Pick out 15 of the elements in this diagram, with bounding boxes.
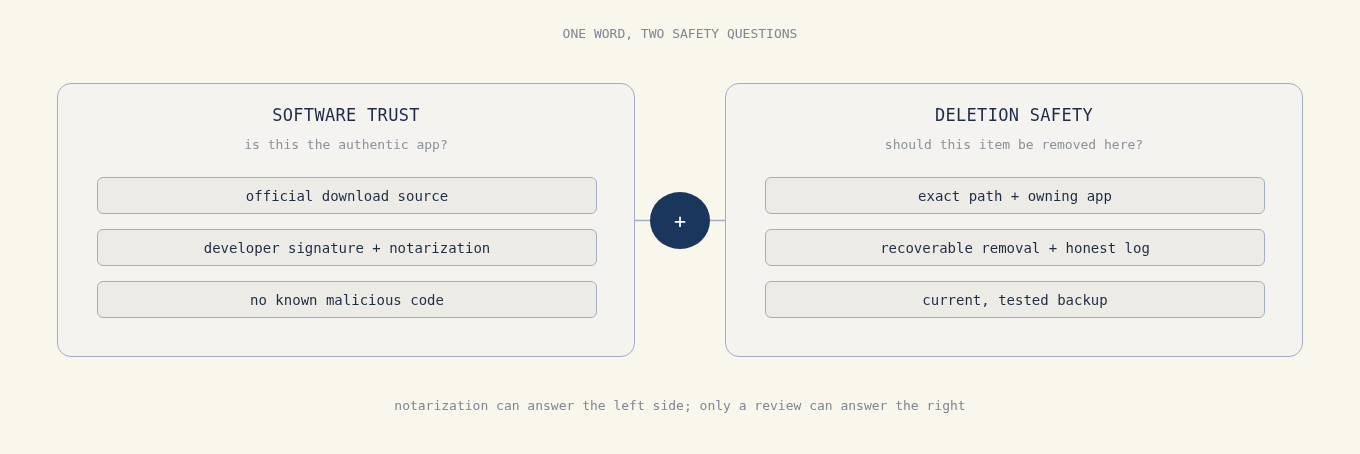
panel-subtitle: is this the authentic app?	[244, 137, 448, 152]
diagram-caption: notarization can answer the left side; only a review can answer the right	[394, 398, 966, 413]
criterion-box: current, tested backup	[765, 281, 1265, 318]
criterion-box: official download source	[97, 177, 597, 214]
criterion-box: exact path + owning app	[765, 177, 1265, 214]
criterion-box: no known malicious code	[97, 281, 597, 318]
panel-subtitle: should this item be removed here?	[884, 137, 1144, 152]
panel-heading: DELETION SAFETY	[935, 105, 1093, 125]
plus-circle: +	[650, 192, 710, 249]
rounded-panel	[725, 83, 1303, 357]
rounded-panel	[57, 83, 635, 357]
criterion-box: developer signature + notarization	[97, 229, 597, 266]
diagram-title: ONE WORD, TWO SAFETY QUESTIONS	[562, 26, 798, 41]
panel-heading: SOFTWARE TRUST	[272, 105, 420, 125]
criterion-box: recoverable removal + honest log	[765, 229, 1265, 266]
